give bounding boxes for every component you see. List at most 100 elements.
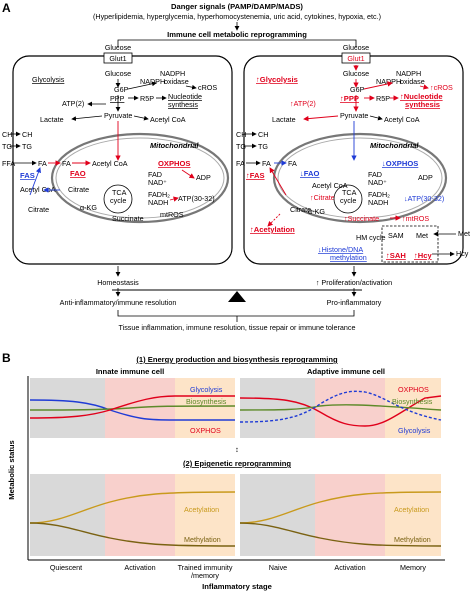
left-citrate-cyto: Citrate xyxy=(28,205,49,214)
x-axis-label: Inflammatory stage xyxy=(202,582,272,591)
tick-memory-suffix: /memory xyxy=(191,571,219,580)
right-glucose-ext: Glucose xyxy=(343,43,369,52)
left-oxphos: OXPHOS xyxy=(158,159,191,168)
right-glucose-int: Glucose xyxy=(343,69,369,78)
tick-activation-1: Activation xyxy=(124,563,155,572)
left-glucose-ext: Glucose xyxy=(105,43,131,52)
reprogramming-title: Immune cell metabolic reprogramming xyxy=(167,30,307,39)
adaptive-methylation-label: Methylation xyxy=(394,535,431,544)
left-outcome2: Anti-inflammatory/immune resolution xyxy=(60,298,177,307)
danger-list: (Hyperlipidemia, hyperglycemia, hyperhom… xyxy=(93,12,381,21)
chart-energy-backgrounds xyxy=(30,378,441,438)
danger-title: Danger signals (PAMP/DAMP/MADS) xyxy=(171,2,303,11)
right-sam: SAM xyxy=(388,231,404,240)
right-pyruvate: Pyruvate xyxy=(340,111,368,120)
left-atp3032: ATP(30-32) xyxy=(178,194,215,203)
left-oxidase: oxidase xyxy=(164,77,189,86)
left-pyruvate: Pyruvate xyxy=(104,111,132,120)
right-lactate: Lactate xyxy=(272,115,296,124)
right-succinate: ↑Succinate xyxy=(344,214,379,223)
left-nucleotide: Nucleotide xyxy=(168,92,202,101)
adaptive-glycolysis-line xyxy=(239,390,442,423)
outcome-bracket xyxy=(117,310,355,317)
left-ffa: FFA xyxy=(2,159,15,168)
right-tg-out: TG xyxy=(236,142,246,151)
innate-title: Innate immune cell xyxy=(96,367,164,376)
left-g6p: G6P xyxy=(114,85,129,94)
panel-b-label: B xyxy=(2,351,11,365)
right-histone: ↓Histone/DNA xyxy=(318,245,363,254)
adaptive-glycolysis-label: Glycolysis xyxy=(398,426,431,435)
right-citrate-up: ↑Citrate xyxy=(310,193,335,202)
right-tg: TG xyxy=(258,142,268,151)
right-met: Met xyxy=(416,231,428,240)
adaptive-acetylation-label: Acetylation xyxy=(394,505,429,514)
right-cycle: cycle xyxy=(340,196,356,205)
right-oxphos: ↓OXPHOS xyxy=(382,159,418,168)
right-fad: FAD xyxy=(368,170,382,179)
right-hcy-out: Hcy xyxy=(456,249,469,258)
left-cell: Glucose Glut1 Glucose Glycolysis G6P NAD… xyxy=(2,43,230,307)
left-atp2: ATP(2) xyxy=(62,99,84,108)
left-cros: cROS xyxy=(198,83,217,92)
right-ch-out: CH xyxy=(236,130,246,139)
tick-naive: Naive xyxy=(269,563,287,572)
right-atp3032: ↓ATP(30-32) xyxy=(404,194,444,203)
right-cros: ↑cROS xyxy=(430,83,453,92)
panel-a-bottom: Tissue inflammation, immune resolution, … xyxy=(118,323,355,332)
right-hcy: ↑Hcy xyxy=(414,251,433,260)
left-fad: FAD xyxy=(148,170,162,179)
right-adp: ADP xyxy=(418,173,433,182)
left-glut1-box xyxy=(103,52,133,64)
right-ch: CH xyxy=(258,130,268,139)
left-fao: FAO xyxy=(70,169,86,178)
right-glut1: Glut1 xyxy=(347,54,364,63)
right-fas: ↑FAS xyxy=(246,171,265,180)
innate-oxphos-label: OXPHOS xyxy=(190,426,221,435)
bg-quiescent-1 xyxy=(30,378,105,438)
right-mitochondrial: Mitochondrial xyxy=(370,141,419,150)
left-nad: NAD⁺ xyxy=(148,178,167,187)
right-met-out: Met xyxy=(458,229,470,238)
innate-oxphos-line xyxy=(29,395,235,419)
left-tca: TCA xyxy=(112,188,127,197)
reprogramming-bracket xyxy=(117,39,357,48)
right-akg: α-KG xyxy=(308,207,325,216)
innate-methylation-label: Methylation xyxy=(184,535,221,544)
left-r5p: R5P xyxy=(140,94,154,103)
left-synthesis: synthesis xyxy=(168,100,198,109)
left-glucose-int: Glucose xyxy=(105,69,131,78)
left-lactate: Lactate xyxy=(40,115,64,124)
right-outcome2: Pro-inflammatory xyxy=(327,298,382,307)
left-mitochondrial: Mitochondrial xyxy=(150,141,199,150)
left-outcome1: Homeostasis xyxy=(97,278,139,287)
innate-glycolysis-label: Glycolysis xyxy=(190,385,223,394)
panel-a-label: A xyxy=(2,1,11,15)
tick-activation-2: Activation xyxy=(334,563,365,572)
right-mtros: ↑mtROS xyxy=(402,214,429,223)
left-adp: ADP xyxy=(196,173,211,182)
left-mtros: mtROS xyxy=(160,210,184,219)
left-acetylcoa: Acetyl CoA xyxy=(92,159,128,168)
adaptive-methylation-line xyxy=(239,522,442,547)
left-nadph: NADPH xyxy=(140,77,165,86)
adaptive-oxphos-label: OXPHOS xyxy=(398,385,429,394)
left-fa: FA xyxy=(38,159,47,168)
adaptive-biosynthesis-line xyxy=(239,404,442,411)
left-tg: TG xyxy=(2,142,12,151)
left-acetylcoa-top: Acetyl CoA xyxy=(150,115,186,124)
right-tca: TCA xyxy=(342,188,357,197)
chart-epigenetic-backgrounds xyxy=(30,474,441,556)
tick-quiescent: Quiescent xyxy=(50,563,82,572)
left-nadh: NADH xyxy=(148,198,168,207)
adaptive-acetylation-line xyxy=(239,491,442,524)
right-methylation: methylation xyxy=(330,253,367,262)
innate-biosynthesis-label: Biosynthesis xyxy=(186,397,227,406)
right-fao: ↓FAO xyxy=(300,169,320,178)
left-cycle: cycle xyxy=(110,196,126,205)
right-fa-out: FA xyxy=(236,159,245,168)
hm-cycle-box xyxy=(381,225,439,263)
right-atp2: ↑ATP(2) xyxy=(290,99,316,108)
adaptive-biosynthesis-label: Biosynthesis xyxy=(392,397,433,406)
